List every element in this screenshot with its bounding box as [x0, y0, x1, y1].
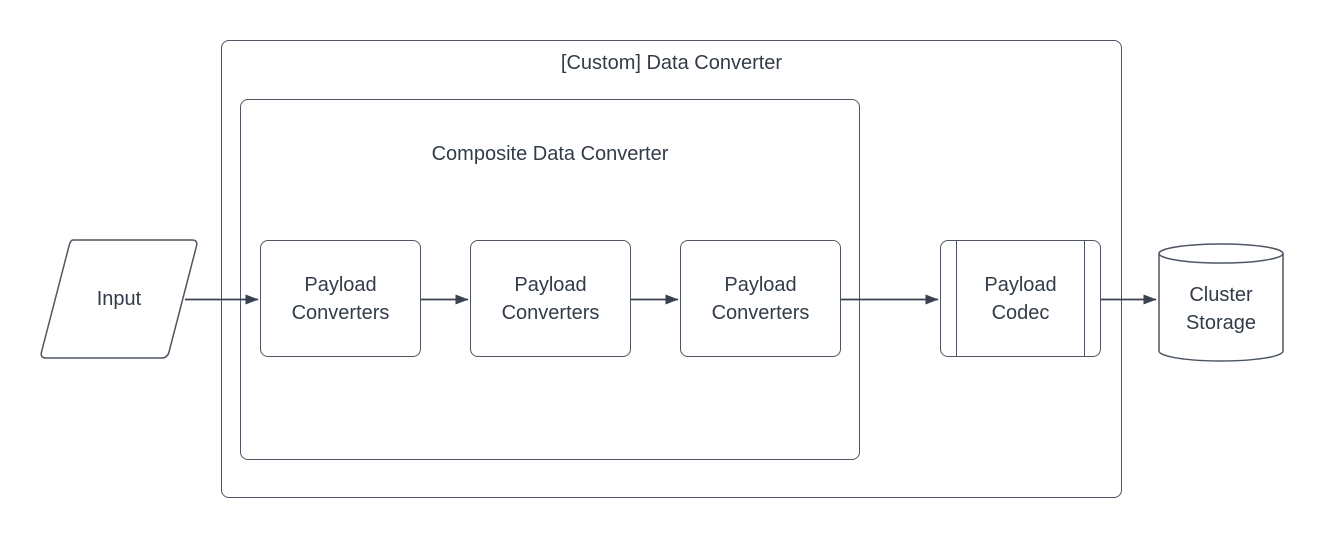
cylinder-shape [1158, 243, 1284, 362]
payload-converters-label-3: Payload Converters [711, 273, 810, 324]
cluster-storage-node: Cluster Storage [1158, 243, 1284, 363]
payload-codec-label: Payload Codec [984, 273, 1057, 324]
payload-converters-node-1: Payload Converters [260, 240, 421, 357]
payload-codec-node: Payload Codec [940, 240, 1101, 357]
payload-converters-label-1: Payload Converters [291, 273, 390, 324]
payload-converters-node-2: Payload Converters [470, 240, 631, 357]
parallelogram-shape [40, 239, 198, 359]
custom-data-converter-container: [Custom] Data Converter [221, 40, 1122, 498]
composite-data-converter-title: Composite Data Converter [431, 143, 669, 165]
payload-converters-node-3: Payload Converters [680, 240, 841, 357]
codec-left-bar [956, 241, 957, 356]
composite-data-converter-container: Composite Data Converter [240, 99, 860, 460]
custom-data-converter-title: [Custom] Data Converter [560, 52, 783, 74]
input-node: Input [39, 239, 199, 359]
cluster-storage-label: Cluster Storage [1185, 284, 1257, 334]
input-label: Input [96, 288, 142, 310]
codec-right-bar [1084, 241, 1085, 356]
payload-converters-label-2: Payload Converters [501, 273, 600, 324]
